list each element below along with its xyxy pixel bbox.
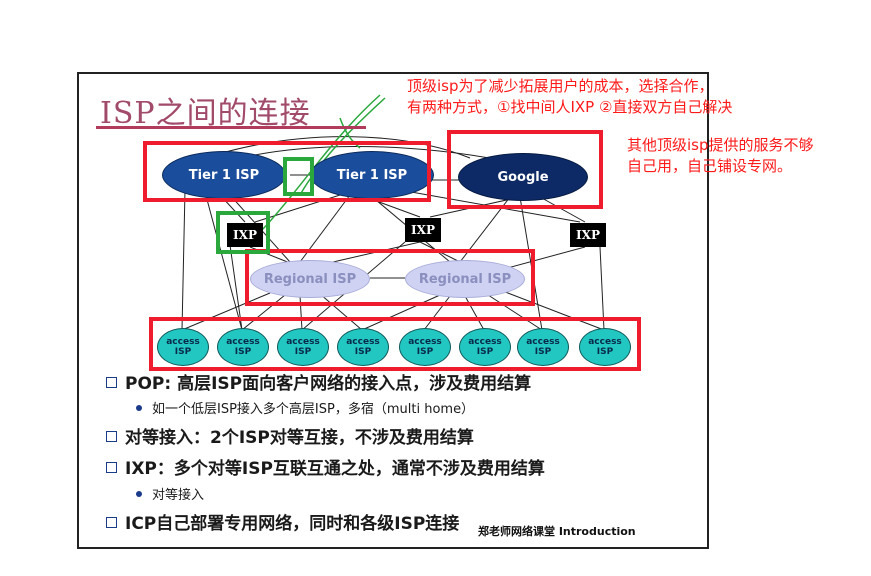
google-highlight-box xyxy=(447,130,603,209)
slide-title: ISP之间的连接 xyxy=(100,96,311,131)
annotation-cooperation: 顶级isp为了减少拓展用户的成本，选择合作， 有两种方式，①找中间人IXP ②直… xyxy=(407,77,733,116)
bullet-icp: ICP自己部署专用网络，同时和各级ISP连接 xyxy=(106,509,459,534)
ixp-node: IXP xyxy=(570,223,606,247)
access-highlight-box xyxy=(149,317,641,371)
bullet-pop: POP: 高层ISP面向客户网络的接入点，涉及费用结算 xyxy=(106,369,531,394)
regional-highlight-box xyxy=(245,249,535,306)
ixp-highlight-box xyxy=(216,211,270,254)
tier1-highlight-box xyxy=(143,141,431,202)
annotation-private-network: 其他顶级isp提供的服务不够 自己用，自己铺设专网。 xyxy=(627,136,814,175)
sub-bullet-multihome: 如一个低层ISP接入多个高层ISP，多宿（multi home） xyxy=(136,398,474,417)
bullet-ixp: IXP：多个对等ISP互联互通之处，通常不涉及费用结算 xyxy=(106,454,545,479)
google-node: Google xyxy=(458,153,588,201)
bullet-peering: 对等接入：2个ISP对等互接，不涉及费用结算 xyxy=(106,423,474,448)
ixp-node: IXP xyxy=(405,218,441,242)
regional-isp-node: Regional ISP xyxy=(250,260,370,298)
slide-footer: 郑老师网络课堂 Introduction xyxy=(478,525,636,538)
ixp-node: IXP xyxy=(227,223,263,247)
sub-bullet-peering: 对等接入 xyxy=(136,484,204,503)
tier1-isp-node: Tier 1 ISP xyxy=(310,151,434,199)
tier1-isp-node: Tier 1 ISP xyxy=(162,151,286,199)
title-underline xyxy=(96,126,366,129)
regional-isp-node: Regional ISP xyxy=(405,260,525,298)
peering-highlight-box xyxy=(283,157,314,196)
